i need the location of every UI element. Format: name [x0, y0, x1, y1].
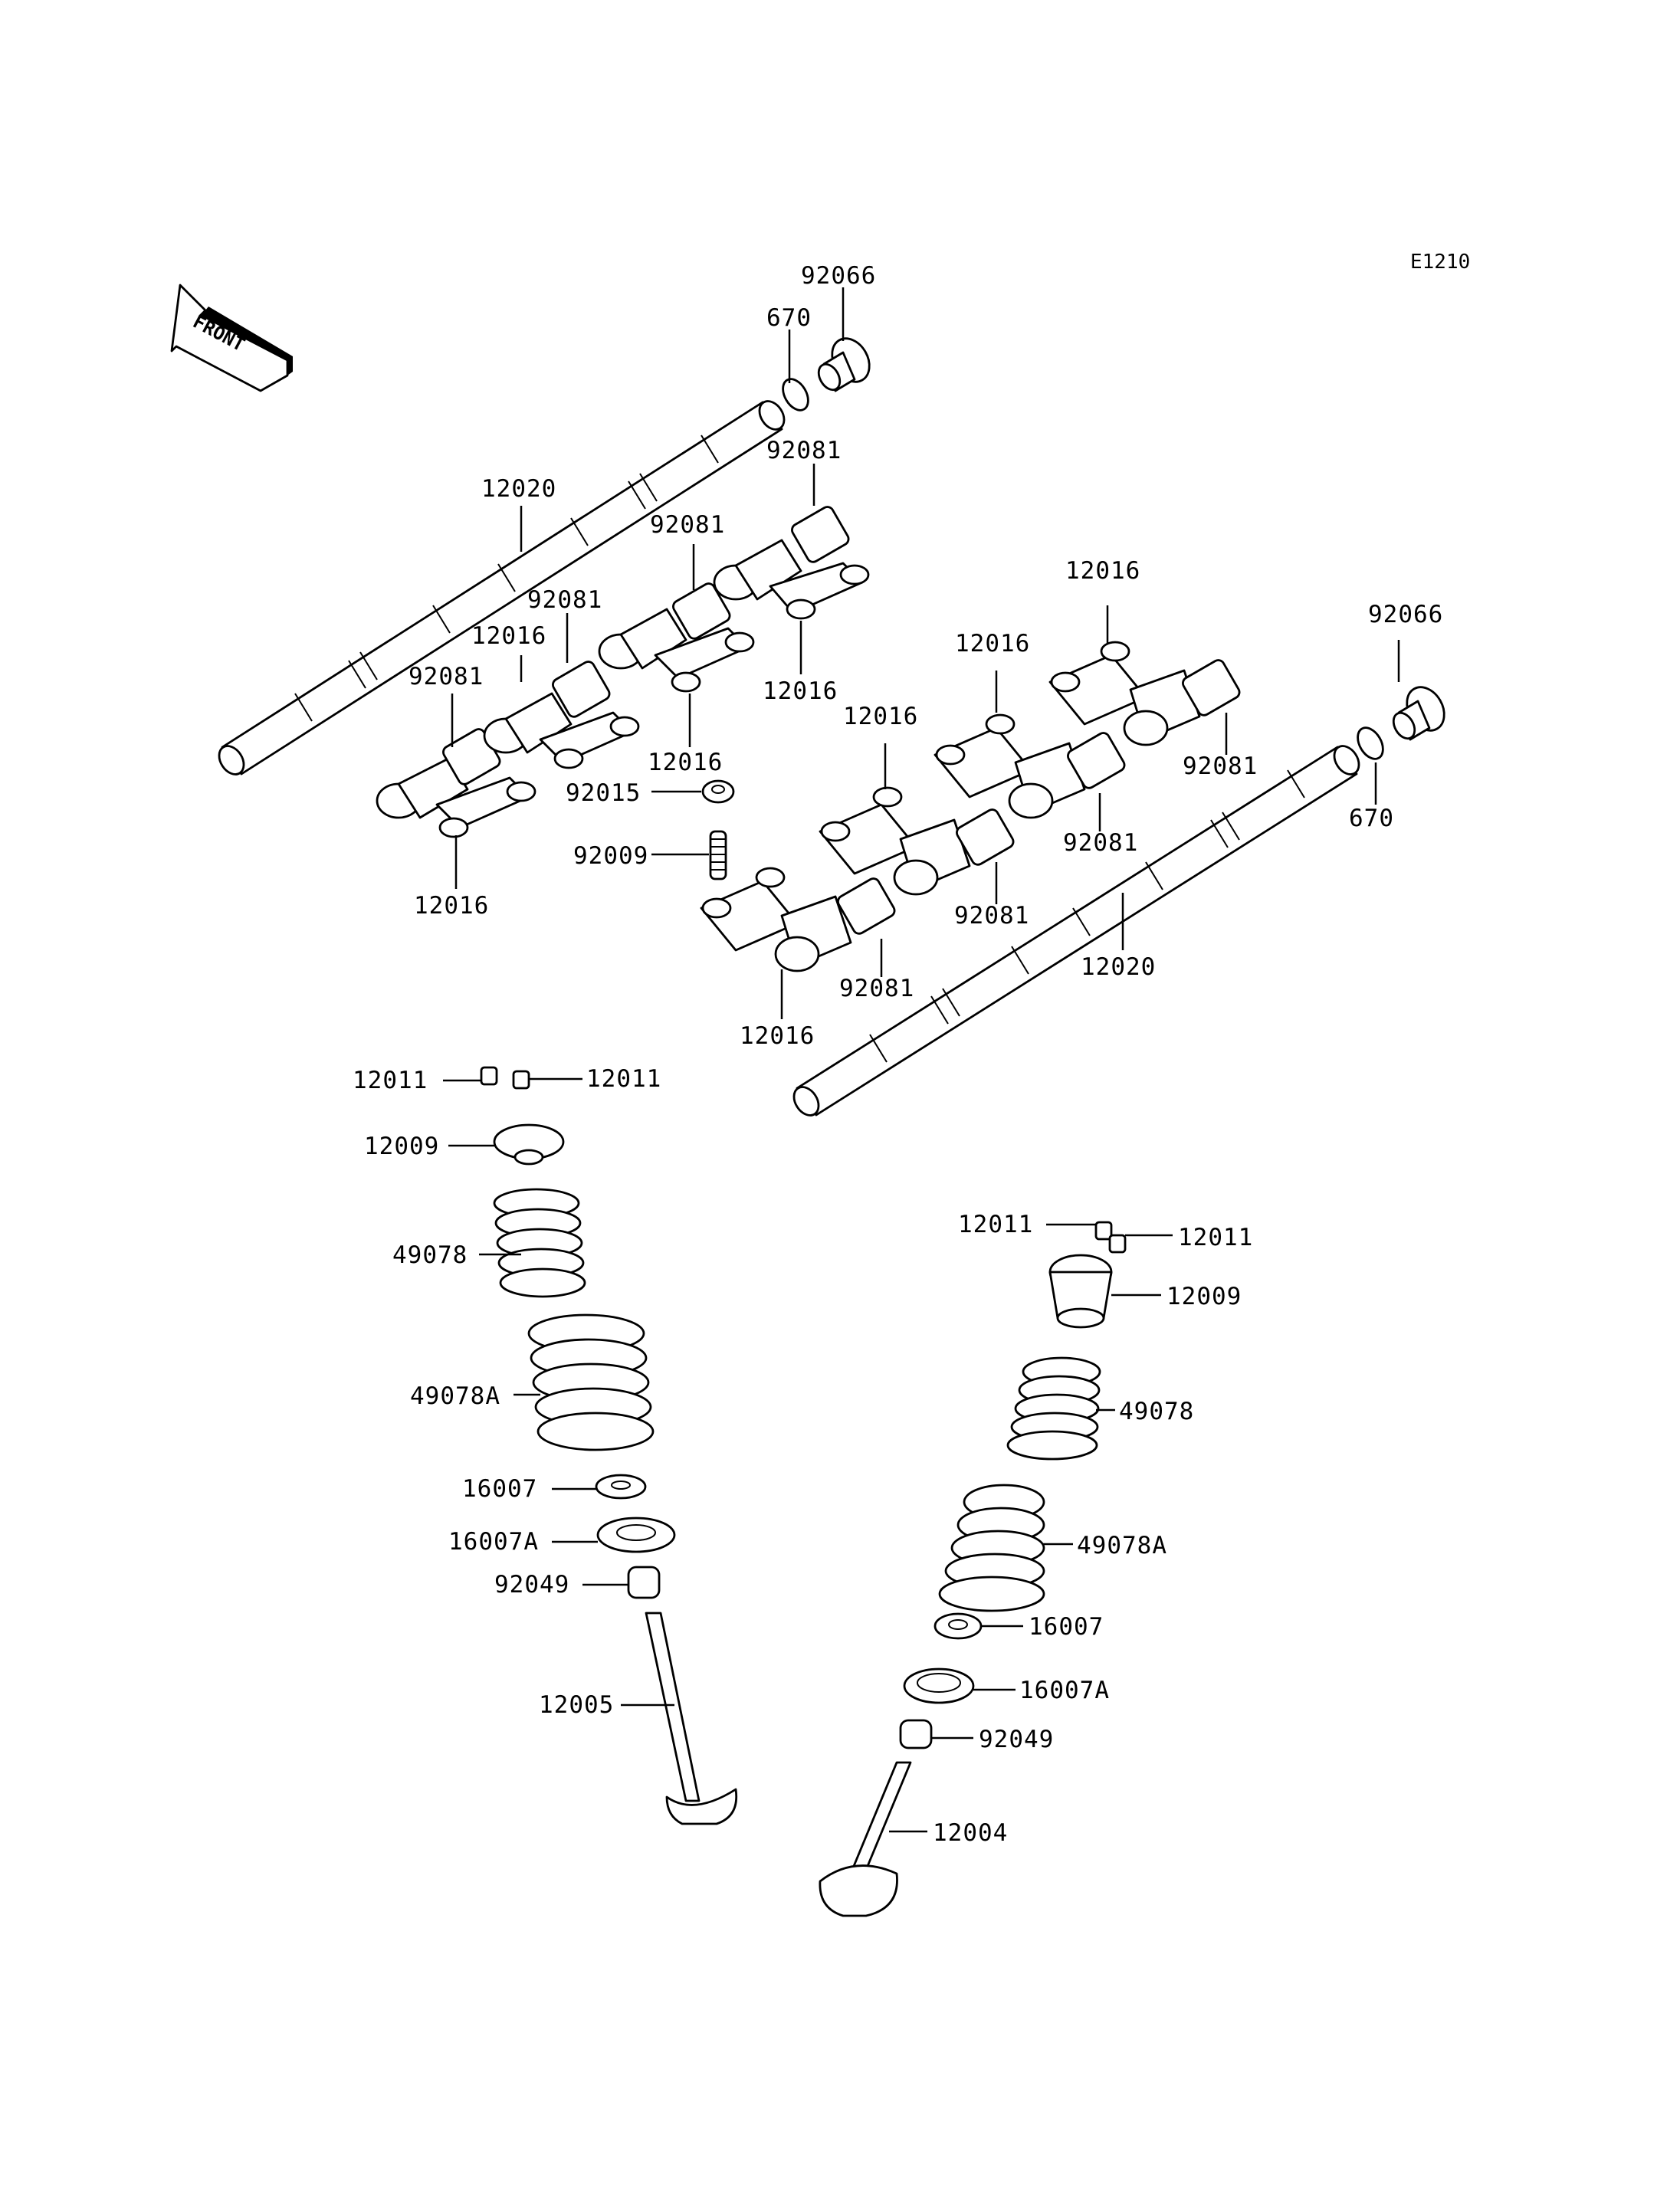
callout-92009: 92009	[573, 842, 648, 870]
camshaft-right	[792, 745, 1360, 1117]
callout-92081: 92081	[409, 663, 484, 690]
callout-12011: 12011	[1178, 1224, 1253, 1251]
rocker-arms-right	[700, 641, 1241, 972]
o-ring-670	[782, 378, 809, 412]
callout-92049: 92049	[979, 1726, 1054, 1753]
callout-12016: 12016	[471, 622, 546, 650]
callout-labels: 92066 670 92081 12020 92081 92081 12016 …	[353, 262, 1443, 1847]
callout-12009: 12009	[364, 1133, 439, 1160]
callout-12016: 12016	[955, 630, 1030, 657]
callout-12020: 12020	[481, 475, 556, 503]
valve-stack-left	[480, 1066, 738, 1825]
callout-12016: 12016	[763, 677, 838, 705]
callout-49078A: 49078A	[1077, 1532, 1167, 1559]
o-ring-670-right	[1357, 726, 1384, 760]
callout-16007: 16007	[462, 1475, 537, 1503]
callout-49078: 49078	[1119, 1398, 1194, 1425]
callout-92081: 92081	[839, 975, 914, 1002]
callout-92081: 92081	[766, 437, 842, 464]
callout-16007A: 16007A	[1019, 1677, 1110, 1704]
callout-49078A: 49078A	[410, 1382, 500, 1410]
callout-12009: 12009	[1166, 1283, 1242, 1310]
callout-92081: 92081	[527, 586, 602, 614]
callout-92066: 92066	[801, 262, 876, 290]
callout-49078: 49078	[392, 1241, 468, 1269]
camshaft-left	[218, 400, 786, 776]
callout-92081: 92081	[1183, 753, 1258, 780]
diagram-code: E1210	[1410, 251, 1470, 274]
callout-12016: 12016	[843, 703, 918, 730]
callout-670: 670	[766, 304, 812, 332]
valve-stack-right	[819, 1221, 1127, 1917]
callout-16007: 16007	[1029, 1613, 1104, 1641]
nut-92015	[701, 779, 735, 804]
callout-92081: 92081	[954, 902, 1029, 930]
callout-12016: 12016	[740, 1022, 815, 1050]
front-arrow-icon: FRONT	[170, 284, 293, 392]
callout-16007A: 16007A	[448, 1528, 539, 1556]
leader-lines	[443, 287, 1400, 1833]
callout-670: 670	[1349, 805, 1394, 832]
callout-12011: 12011	[586, 1065, 661, 1093]
callout-12004: 12004	[933, 1819, 1008, 1847]
callout-12005: 12005	[539, 1691, 614, 1719]
callout-92015: 92015	[566, 779, 641, 807]
rocker-arms-left	[376, 506, 870, 838]
plug-92066	[817, 337, 871, 392]
callout-92081: 92081	[1063, 829, 1138, 857]
screw-92009	[709, 830, 727, 880]
callout-12011: 12011	[958, 1211, 1033, 1238]
callout-92081: 92081	[650, 511, 725, 539]
callout-12020: 12020	[1081, 953, 1156, 981]
callout-92066: 92066	[1368, 601, 1443, 628]
plug-92066-right	[1392, 686, 1445, 741]
callout-12016: 12016	[1065, 557, 1140, 585]
callout-12016: 12016	[648, 749, 723, 776]
callout-92049: 92049	[494, 1571, 569, 1599]
callout-12011: 12011	[353, 1067, 428, 1094]
callout-12016: 12016	[414, 892, 489, 920]
